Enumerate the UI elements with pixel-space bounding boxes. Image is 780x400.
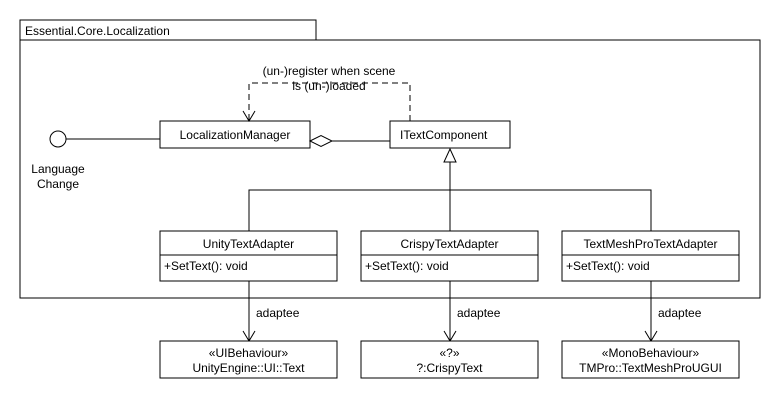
association-label: adaptee — [256, 306, 300, 320]
class-stereotype: «?» — [439, 346, 459, 360]
register-dependency: (un-)register when scene is (un-)loaded — [242, 64, 411, 122]
class-unity-ui-text: «UIBehaviour» UnityEngine::UI::Text — [159, 340, 338, 379]
realization-relation — [248, 147, 652, 231]
realization-branch — [248, 189, 652, 231]
class-stereotype: «UIBehaviour» — [209, 346, 289, 360]
class-unity-text-adapter: UnityTextAdapter +SetText(): void — [159, 230, 338, 282]
language-change-interface: Language Change — [31, 130, 160, 191]
class-box — [159, 120, 311, 149]
interface-label-line2: Change — [37, 177, 79, 191]
class-tmpro-textmeshpro-ugui: «MonoBehaviour» TMPro::TextMeshProUGUI — [561, 340, 740, 379]
class-name: TMPro::TextMeshProUGUI — [579, 361, 722, 375]
class-box — [360, 340, 539, 379]
class-name: UnityEngine::UI::Text — [192, 361, 305, 375]
class-box — [159, 340, 338, 379]
interface-label-line1: Language — [31, 162, 85, 176]
class-name: ITextComponent — [400, 128, 488, 142]
association-label: adaptee — [658, 306, 702, 320]
package-name: Essential.Core.Localization — [25, 24, 170, 38]
class-box — [360, 230, 539, 282]
class-name: CrispyTextAdapter — [400, 237, 498, 251]
class-name: ?:CrispyText — [416, 361, 483, 375]
class-box — [561, 340, 740, 379]
dependency-arrowhead — [242, 110, 256, 122]
class-name: UnityTextAdapter — [203, 237, 294, 251]
class-name: TextMeshProTextAdapter — [583, 237, 717, 251]
class-operation: +SetText(): void — [164, 259, 248, 273]
class-box — [159, 230, 338, 282]
class-textmeshpro-text-adapter: TextMeshProTextAdapter +SetText(): void — [561, 230, 740, 282]
class-crispy-text: «?» ?:CrispyText — [360, 340, 539, 379]
class-name: LocalizationManager — [180, 128, 291, 142]
class-itext-component: ITextComponent — [389, 120, 511, 149]
class-operation: +SetText(): void — [365, 259, 449, 273]
class-operation: +SetText(): void — [566, 259, 650, 273]
class-stereotype: «MonoBehaviour» — [602, 346, 700, 360]
interface-circle — [49, 130, 67, 148]
class-box — [561, 230, 740, 282]
class-crispy-text-adapter: CrispyTextAdapter +SetText(): void — [360, 230, 539, 282]
dependency-label-line1: (un-)register when scene — [263, 64, 396, 78]
association-label: adaptee — [457, 306, 501, 320]
dependency-label-line2: is (un-)loaded — [292, 79, 365, 93]
aggregation-relation — [308, 134, 390, 148]
class-localization-manager: LocalizationManager — [159, 120, 311, 149]
